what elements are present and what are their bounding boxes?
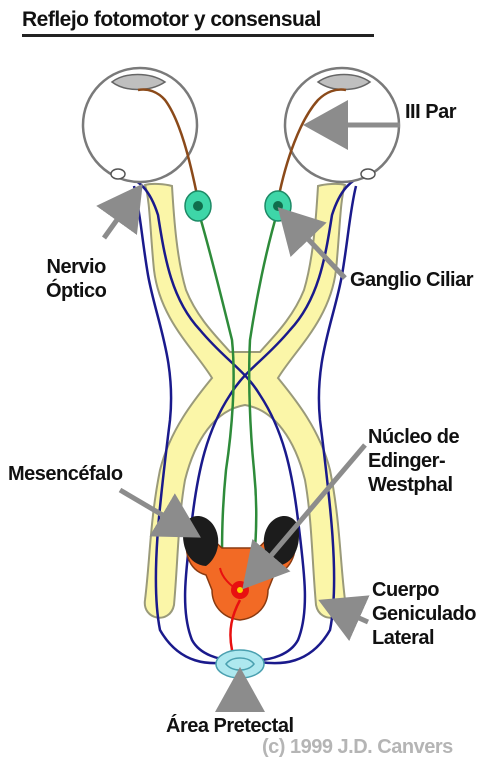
label-mesencefalo: Mesencéfalo: [8, 462, 123, 486]
diagram-title: Reflejo fotomotor y consensual: [22, 8, 374, 37]
label-iii-par: III Par: [405, 100, 456, 124]
left-retina-spot: [111, 169, 125, 179]
ganglion-core-left: [193, 201, 203, 211]
right-retina-spot: [361, 169, 375, 179]
label-nucleo-edinger-westphal: Núcleo de Edinger- Westphal: [368, 425, 459, 497]
copyright-notice: (c) 1999 J.D. Canvers: [262, 735, 453, 759]
label-cuerpo-geniculado: Cuerpo Geniculado Lateral: [372, 578, 476, 650]
label-nervio-optico: Nervio Óptico: [46, 255, 106, 303]
pretectal-area: [216, 650, 264, 678]
ganglion-core-right: [273, 201, 283, 211]
label-ganglio-ciliar: Ganglio Ciliar: [350, 268, 473, 292]
nucleus-center: [237, 587, 243, 593]
arrow-nervio-optico: [104, 196, 134, 238]
